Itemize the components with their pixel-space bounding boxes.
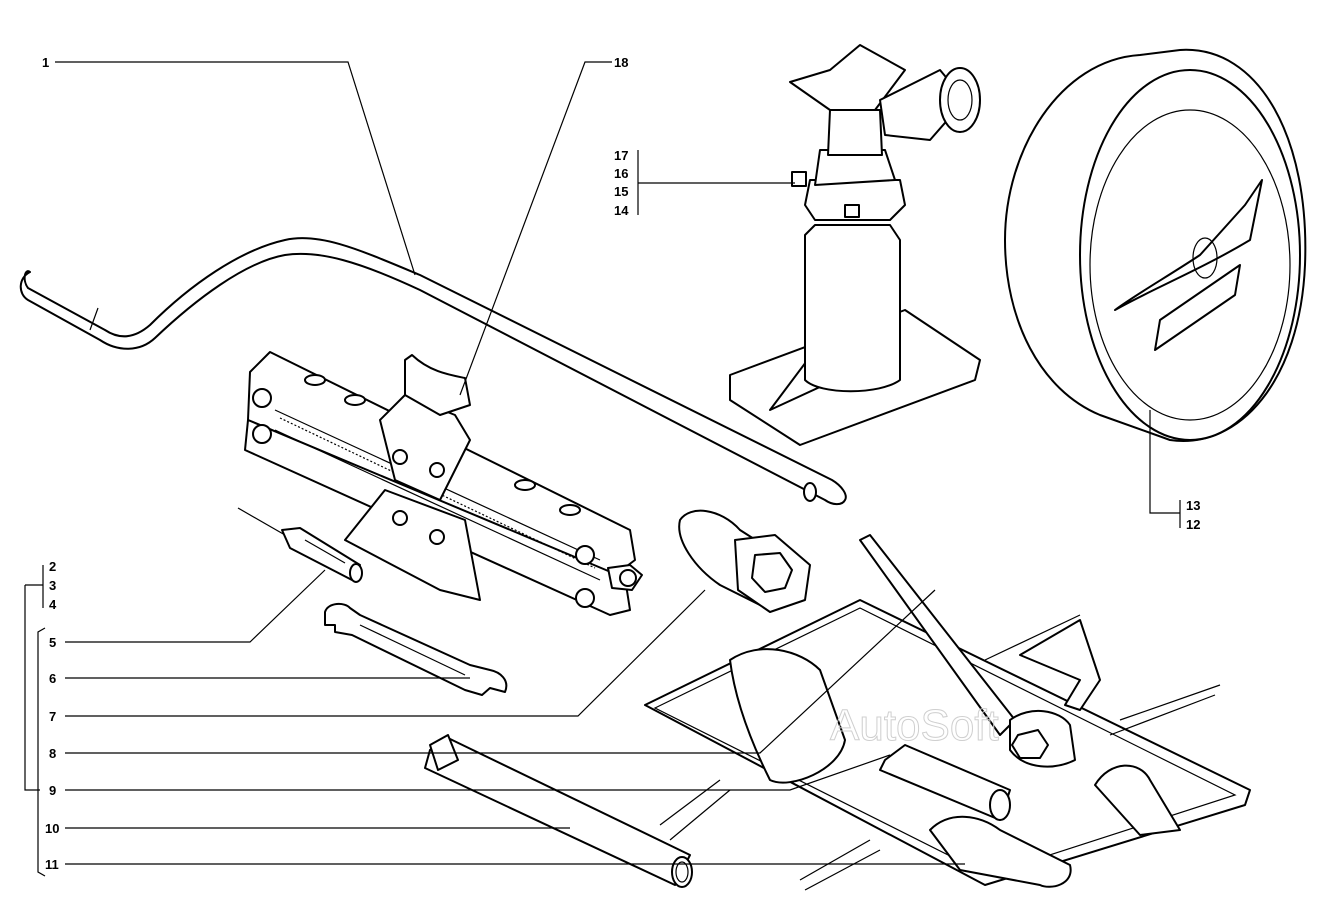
screwdriver — [237, 507, 363, 583]
bottle-jack — [729, 44, 981, 446]
scissor-jack — [244, 351, 643, 616]
callout-5: 5 — [49, 635, 56, 650]
callout-13: 13 — [1186, 498, 1200, 513]
callout-11: 11 — [45, 857, 59, 872]
watermark: AutoSoft — [830, 701, 999, 750]
wheel-nut-socket — [678, 509, 811, 613]
open-end-wrench — [324, 602, 508, 696]
tool-bag — [644, 534, 1251, 891]
callout-10: 10 — [45, 821, 59, 836]
callout-3: 3 — [49, 578, 56, 593]
callout-18: 18 — [614, 55, 628, 70]
callout-16: 16 — [614, 166, 628, 181]
callout-2: 2 — [49, 559, 56, 574]
callout-17: 17 — [614, 148, 628, 163]
callout-8: 8 — [49, 746, 56, 761]
jack-crank-handle — [19, 237, 847, 506]
callout-labels: 1 18 17 16 15 14 13 12 2 3 4 5 6 7 8 9 1… — [42, 55, 1200, 872]
callout-7: 7 — [49, 709, 56, 724]
callout-4: 4 — [49, 597, 57, 612]
leader-lines — [24, 61, 1181, 877]
spare-wheel-cover — [1004, 48, 1307, 442]
callout-9: 9 — [49, 783, 56, 798]
wheel-brace-tube — [424, 734, 693, 888]
callout-14: 14 — [614, 203, 629, 218]
callout-6: 6 — [49, 671, 56, 686]
callout-12: 12 — [1186, 517, 1200, 532]
callout-1: 1 — [42, 55, 49, 70]
callout-15: 15 — [614, 184, 628, 199]
